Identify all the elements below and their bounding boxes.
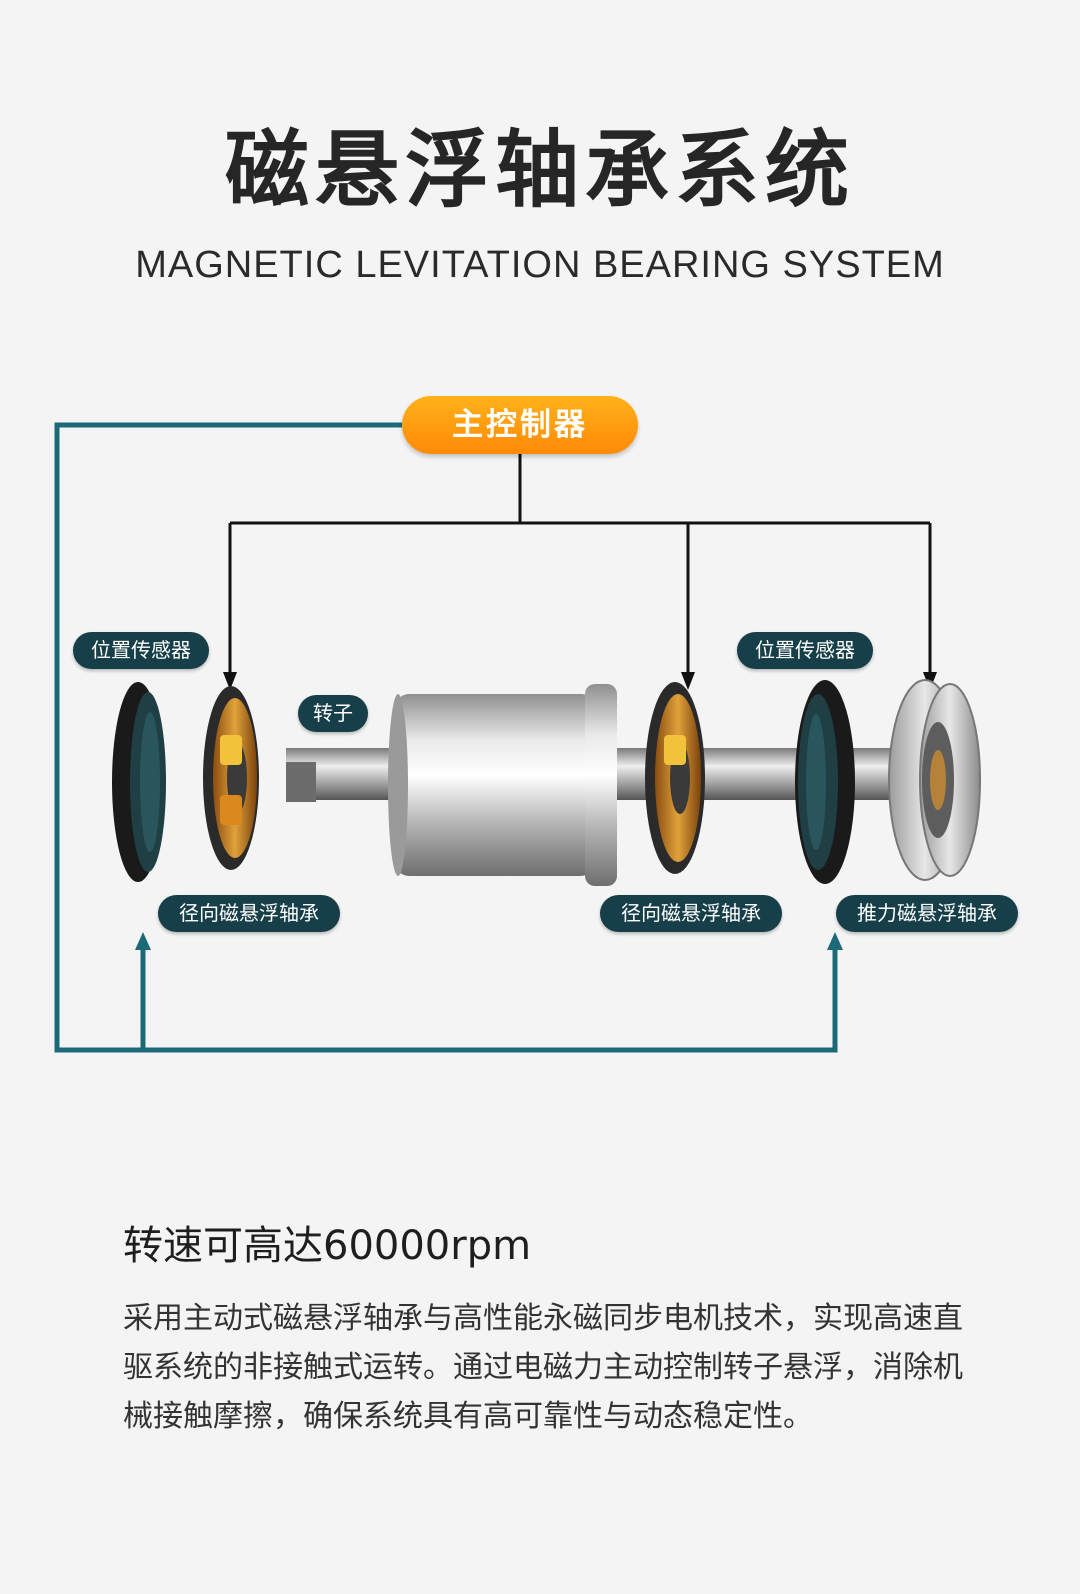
label-radial-bearing-left: 径向磁悬浮轴承 [158,895,340,932]
left-radial-bearing [203,686,259,870]
label-position-sensor-left: 位置传感器 [73,632,209,669]
control-arrow-left [223,672,237,690]
page-subtitle: MAGNETIC LEVITATION BEARING SYSTEM [135,244,945,286]
left-sensor-disc [112,682,166,882]
main-controller-badge: 主控制器 [402,396,638,454]
feedback-arrow-right [827,932,843,950]
rotor-body [388,684,617,886]
label-radial-bearing-right: 径向磁悬浮轴承 [600,895,782,932]
label-thrust-bearing: 推力磁悬浮轴承 [836,895,1018,932]
page-title: 磁悬浮轴承系统 [224,121,855,219]
thrust-bearing [888,679,981,881]
control-lines [228,454,932,674]
feedback-loop [54,422,838,1053]
right-sensor-disc [795,680,855,884]
right-radial-bearing [645,682,705,874]
label-rotor: 转子 [298,695,368,732]
label-position-sensor-right: 位置传感器 [737,632,873,669]
description-paragraph: 采用主动式磁悬浮轴承与高性能永磁同步电机技术，实现高速直驱系统的非接触式运转。通… [123,1301,963,1434]
control-arrow-middle [681,672,695,690]
speed-heading: 转速可高达60000rpm [123,1223,532,1269]
feedback-arrow-left [135,932,151,950]
